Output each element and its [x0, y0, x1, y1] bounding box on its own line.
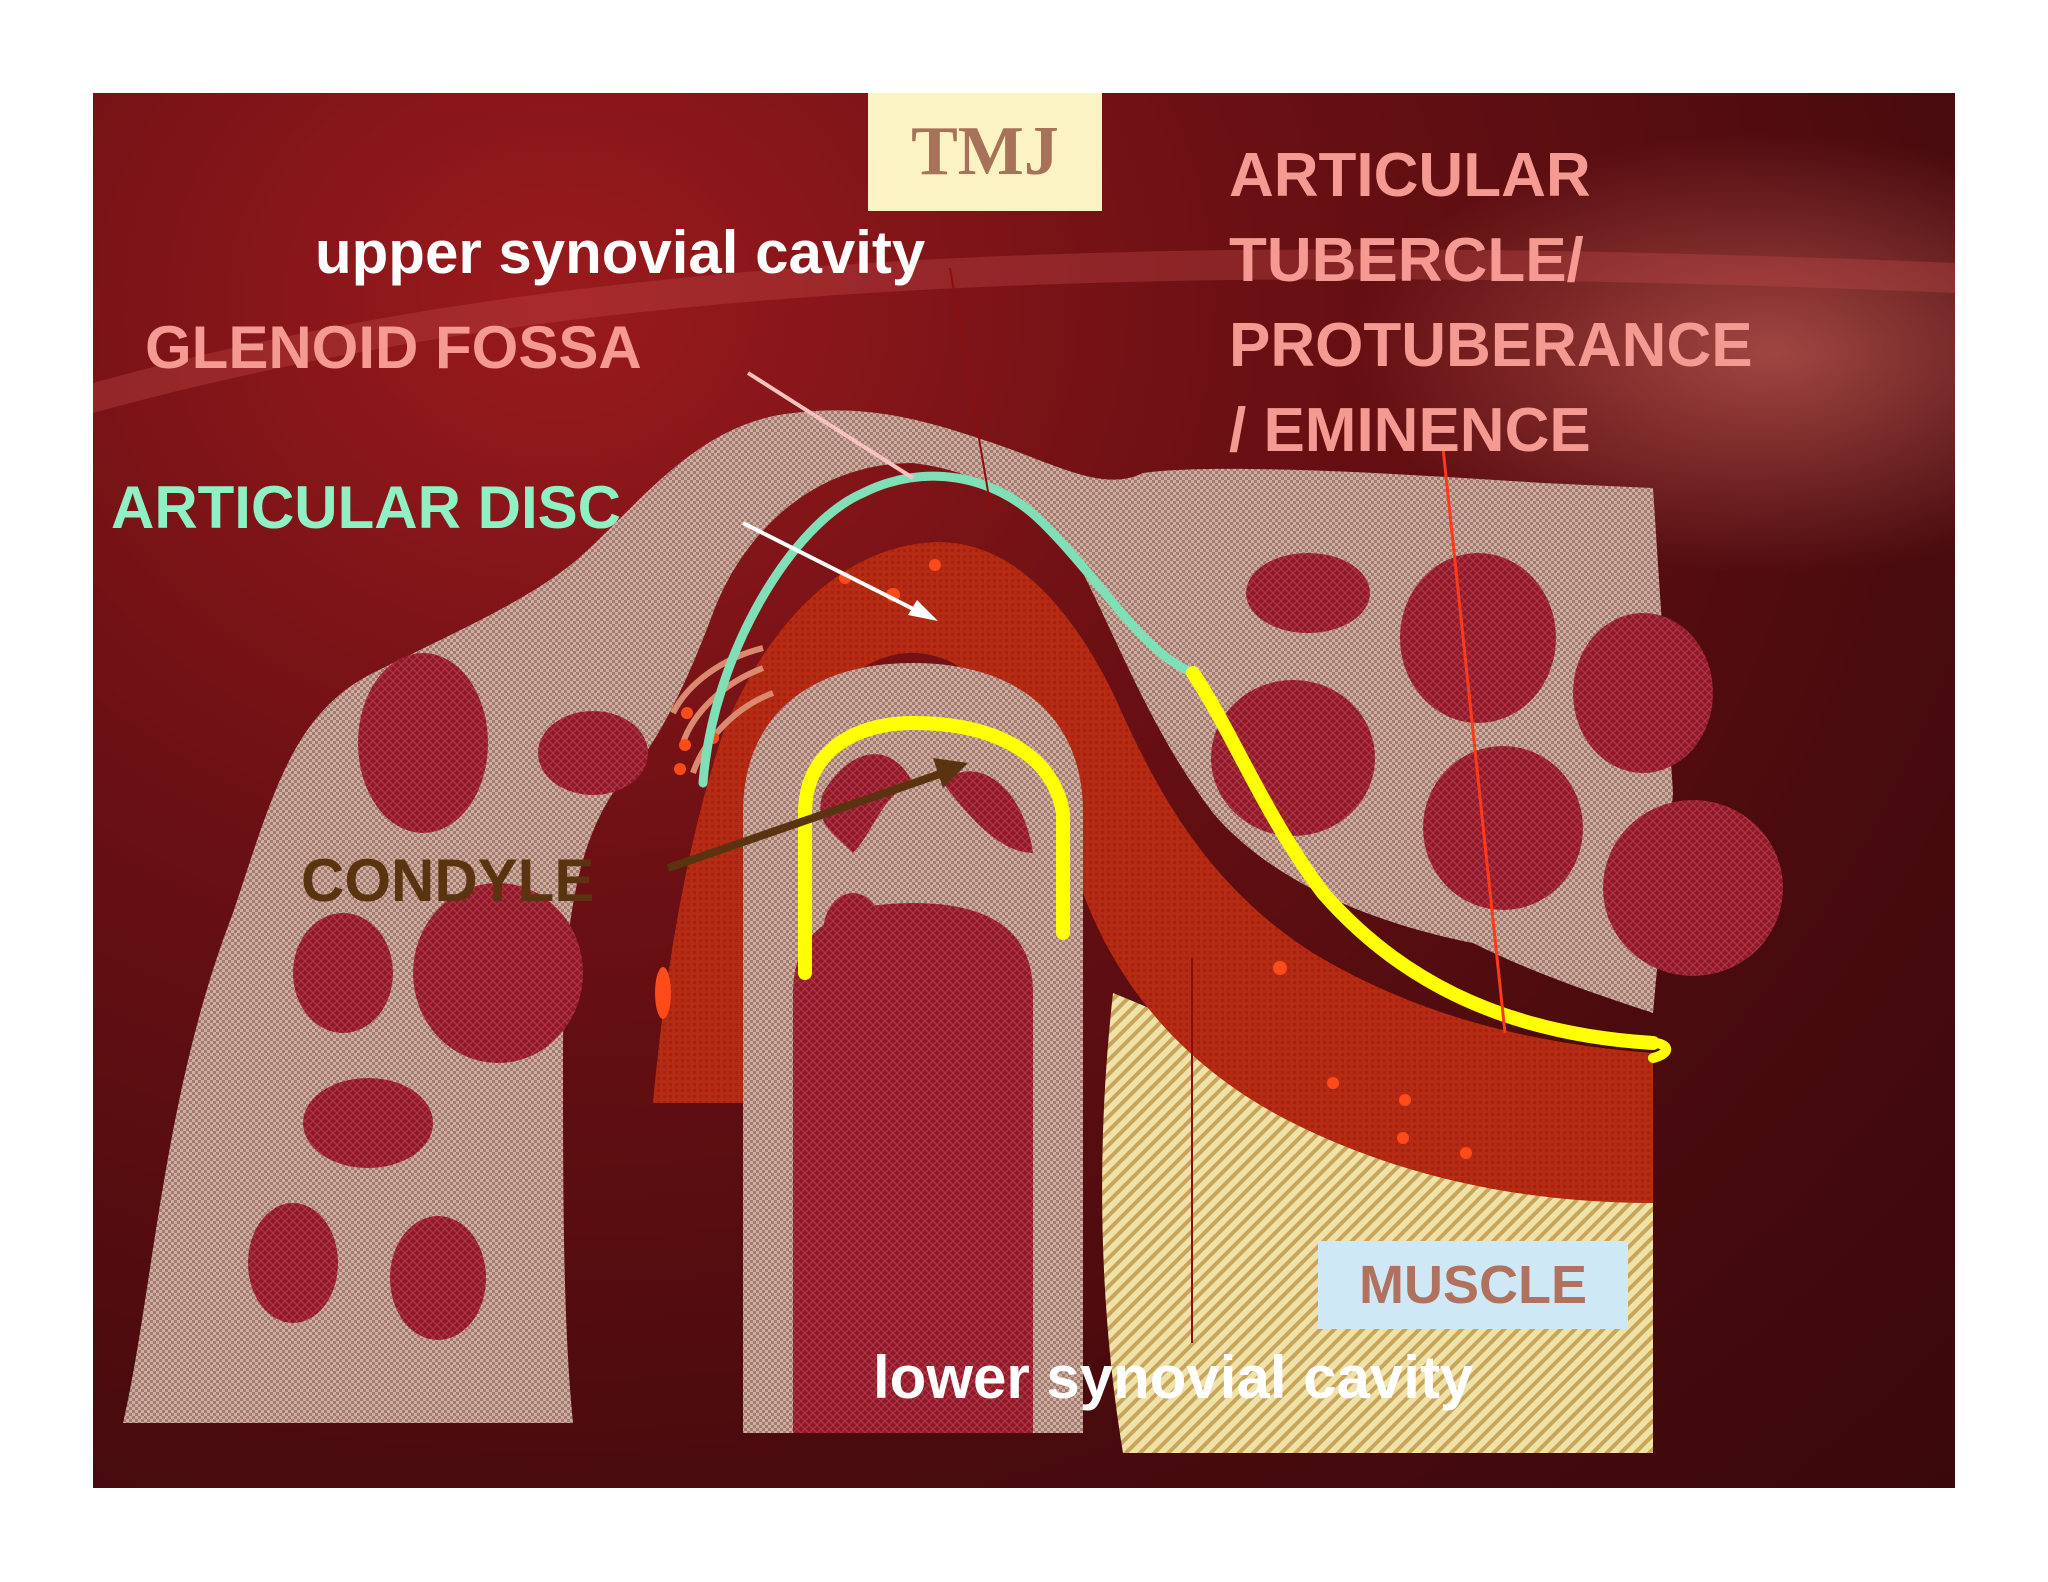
articular-disc-shape [653, 542, 1653, 1203]
condyle-cartilage [798, 715, 1070, 980]
disc-fibers [670, 645, 775, 774]
label-muscle: MUSCLE [1359, 1255, 1587, 1315]
tmj-slide: TMJ upper synovial cavity GLENOID FOSSA … [93, 93, 1955, 1488]
condyle-marrow [793, 903, 1033, 1433]
pointer-tubercle [1441, 447, 1507, 1034]
background-swoosh [93, 249, 1955, 413]
label-articular-tubercle: ARTICULAR TUBERCLE/ PROTUBERANCE / EMINE… [1229, 133, 1753, 473]
pointer-condyle-head [933, 758, 968, 788]
eminence-cartilage [1186, 666, 1660, 1050]
eminence-cartilage-tip [1648, 1038, 1672, 1063]
label-condyle: CONDYLE [301, 847, 595, 914]
pointer-glenoid-fossa [746, 371, 915, 480]
label-glenoid-fossa: GLENOID FOSSA [145, 314, 642, 381]
label-articular-tubercle-line: PROTUBERANCE [1229, 311, 1753, 380]
temporal-bone [123, 410, 1673, 1423]
label-lower-synovial-cavity: lower synovial cavity [873, 1344, 1474, 1411]
label-articular-disc: ARTICULAR DISC [111, 474, 621, 541]
title: TMJ [911, 113, 1059, 190]
condyle-trabecula [943, 771, 1033, 853]
fossa-cartilage [698, 471, 1198, 788]
pointer-articular-disc-head [908, 600, 938, 621]
marrow-spaces [248, 553, 1783, 1340]
tmj-diagram [93, 133, 1955, 1453]
pointer-upper-cavity [949, 267, 992, 510]
condyle-trabecula [823, 893, 883, 973]
muscle-region [1102, 993, 1653, 1453]
pointer-condyle [666, 769, 945, 872]
label-articular-tubercle-line: ARTICULAR [1229, 141, 1591, 210]
label-articular-tubercle-line: TUBERCLE/ [1229, 226, 1584, 295]
title-box: TMJ [868, 93, 1102, 211]
label-upper-synovial-cavity: upper synovial cavity [315, 219, 926, 286]
background-glow [1353, 133, 1955, 573]
pointer-articular-disc [742, 521, 932, 620]
muscle-label-box: MUSCLE [1318, 1241, 1628, 1329]
label-articular-tubercle-line: / EMINENCE [1229, 396, 1591, 465]
